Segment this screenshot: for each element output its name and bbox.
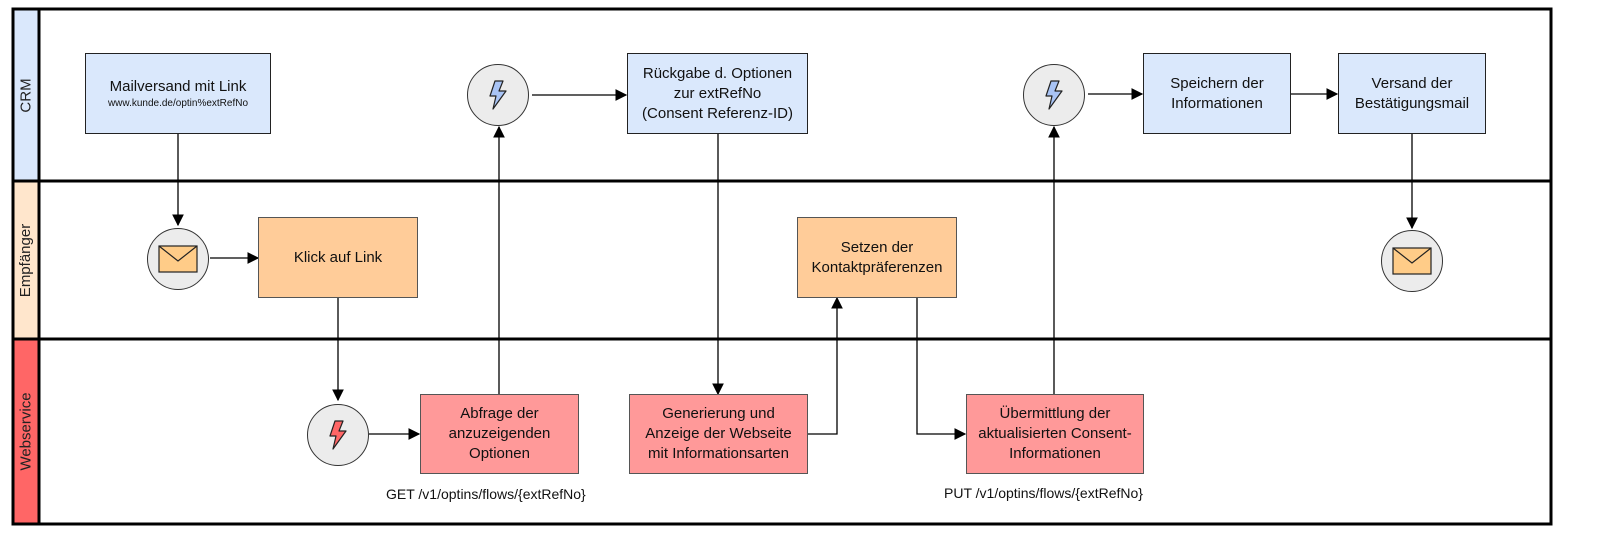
edge-setzen-to-uebermittlung: [916, 298, 967, 440]
lane-label-empfaenger: Empfänger: [17, 223, 35, 297]
task-label: Informationen: [1009, 445, 1101, 462]
lane-empfaenger-header: [13, 181, 39, 339]
event-lightning-crm-2: [1023, 64, 1085, 126]
task-klick: Klick auf Link: [258, 217, 418, 298]
event-lightning-webservice: [307, 404, 369, 466]
event-envelope-empfaenger-2: [1381, 230, 1443, 292]
task-label: Übermittlung der: [999, 405, 1111, 422]
task-label: Abfrage der: [460, 405, 539, 422]
task-uebermittlung: Übermittlung der aktualisierten Consent-…: [966, 394, 1144, 474]
annotation-put-endpoint: PUT /v1/optins/flows/{extRefNo}: [944, 485, 1143, 501]
task-url: www.kunde.de/optin%extRefNo: [107, 97, 249, 109]
edge-generierung-to-setzen: [808, 296, 843, 435]
event-envelope-empfaenger-1: [147, 228, 209, 290]
lane-label-crm: CRM: [17, 77, 35, 113]
task-label: Klick auf Link: [293, 248, 383, 266]
task-label: mit Informationsarten: [648, 445, 789, 462]
task-rueckgabe: Rückgabe d. Optionen zur extRefNo (Conse…: [627, 53, 808, 134]
task-label: Versand der: [1371, 74, 1453, 92]
task-label: Bestätigungsmail: [1354, 94, 1470, 112]
lane-label-webservice: Webservice: [17, 392, 35, 471]
task-versand: Versand der Bestätigungsmail: [1338, 53, 1486, 134]
event-lightning-crm-1: [467, 64, 529, 126]
task-label: Generierung und: [662, 405, 775, 422]
task-speichern: Speichern der Informationen: [1143, 53, 1291, 134]
lane-crm-header: [13, 9, 39, 181]
task-mailversand: Mailversand mit Link www.kunde.de/optin%…: [85, 53, 271, 134]
task-label: Rückgabe d. Optionen: [642, 64, 793, 82]
task-label: aktualisierten Consent-: [978, 425, 1132, 442]
lightning-icon: [329, 420, 347, 450]
task-label: Informationen: [1171, 94, 1263, 112]
task-label: (Consent Referenz-ID): [642, 104, 793, 122]
envelope-icon: [158, 245, 198, 273]
task-label: Speichern der: [1170, 74, 1264, 92]
task-generierung: Generierung und Anzeige der Webseite mit…: [629, 394, 808, 474]
envelope-icon: [1392, 247, 1432, 275]
annotation-get-endpoint: GET /v1/optins/flows/{extRefNo}: [386, 486, 586, 502]
task-label: zur extRefNo: [673, 84, 762, 102]
task-label: Optionen: [469, 445, 530, 462]
task-label: anzuzeigenden: [448, 425, 551, 442]
lightning-icon: [1045, 80, 1063, 110]
task-label: Kontaktpräferenzen: [811, 258, 943, 276]
task-label: Setzen der: [840, 238, 914, 256]
lightning-icon: [489, 80, 507, 110]
task-abfrage: Abfrage der anzuzeigenden Optionen: [420, 394, 579, 474]
task-label: Anzeige der Webseite: [645, 425, 792, 442]
task-label: Mailversand mit Link: [109, 77, 247, 95]
pool-border: [11, 7, 1553, 526]
task-setzen: Setzen der Kontaktpräferenzen: [797, 217, 957, 298]
lane-webservice-header: [13, 339, 39, 524]
